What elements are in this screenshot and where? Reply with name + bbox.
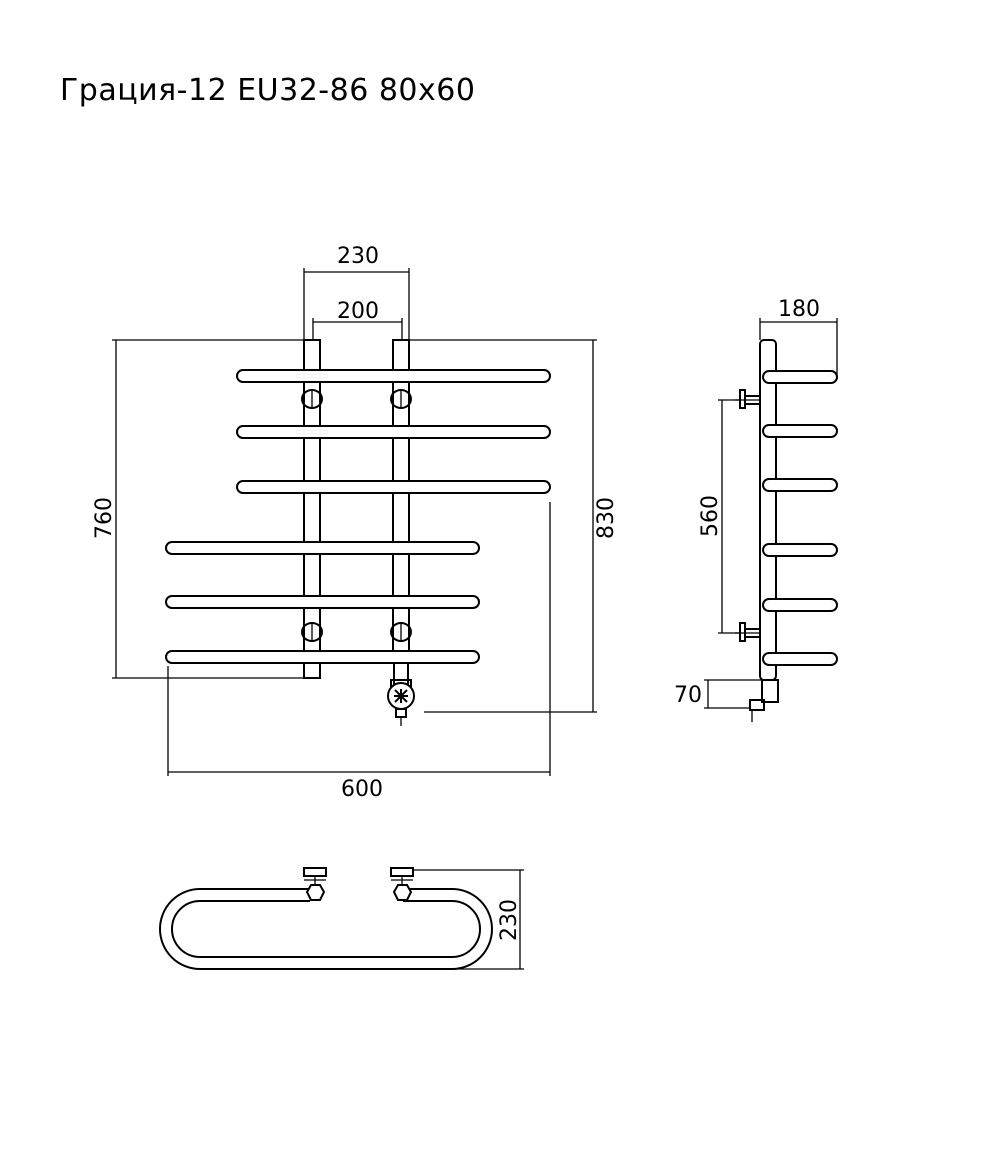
- dimension-post-inner: 200: [312, 299, 403, 340]
- side-bar-2: [762, 424, 838, 438]
- towel-bar-4: [165, 541, 480, 555]
- dimension-label-70: 70: [674, 683, 702, 708]
- dimension-top-depth: 230: [413, 869, 524, 970]
- towel-bar-1: [236, 369, 551, 383]
- side-wall-mount-lower: [735, 622, 761, 642]
- top-loop-outer: [159, 888, 493, 970]
- side-wall-mount-upper: [735, 389, 761, 409]
- left-post: [303, 339, 321, 679]
- side-view: 180 560 70: [674, 297, 838, 722]
- dimension-depth: 180: [759, 297, 838, 377]
- dimension-post-outer: 230: [303, 244, 410, 340]
- dimension-label-760: 760: [92, 497, 117, 539]
- side-bar-5: [762, 598, 838, 612]
- dimension-label-230: 230: [337, 244, 379, 269]
- wall-mount-lower-right: [390, 622, 412, 642]
- top-mount-right: [390, 867, 414, 901]
- side-tube: [759, 339, 777, 681]
- right-post: [392, 339, 410, 661]
- front-view: 230 200 760 830 600: [92, 244, 619, 802]
- dimension-label-600: 600: [341, 777, 383, 802]
- dimension-label-180: 180: [778, 297, 820, 322]
- towel-bar-6: [165, 650, 480, 664]
- wall-mount-upper-right: [390, 389, 412, 409]
- wall-mount-upper-left: [301, 389, 323, 409]
- dimension-height-right: 830: [409, 339, 619, 713]
- side-bar-4: [762, 543, 838, 557]
- towel-bar-5: [165, 595, 480, 609]
- top-view: 230: [159, 867, 524, 970]
- side-bar-3: [762, 478, 838, 492]
- dimension-label-560: 560: [698, 495, 723, 537]
- towel-bar-3: [236, 480, 551, 494]
- dimension-connection-height: 70: [674, 679, 762, 709]
- wall-mount-lower-left: [301, 622, 323, 642]
- side-connection: [749, 679, 779, 722]
- dimension-label-top-230: 230: [497, 899, 522, 941]
- side-bar-6: [762, 652, 838, 666]
- connection-valve: [387, 679, 415, 726]
- dimension-mount-spacing: 560: [698, 399, 740, 634]
- drawing-title: Грация-12 EU32-86 80x60: [60, 73, 475, 108]
- top-loop-inner: [171, 900, 481, 958]
- dimension-height-left: 760: [92, 339, 304, 679]
- dimension-label-830: 830: [594, 497, 619, 539]
- dimension-width: 600: [167, 502, 551, 802]
- side-bar-1: [762, 370, 838, 384]
- dimension-label-200: 200: [337, 299, 379, 324]
- towel-bar-2: [236, 425, 551, 439]
- top-mount-left: [303, 867, 327, 901]
